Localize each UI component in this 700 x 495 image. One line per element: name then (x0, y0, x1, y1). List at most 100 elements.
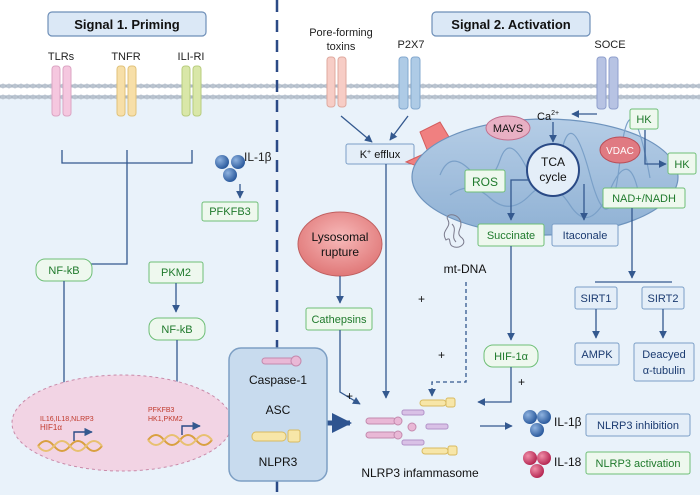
nfkb1-label: NF-kB (48, 265, 79, 277)
membrane-lipid-head (258, 83, 264, 89)
membrane-lipid-head (546, 83, 552, 89)
membrane-lipid-head (6, 83, 12, 89)
membrane-lipid-head (282, 83, 288, 89)
membrane-lipid-head (618, 94, 624, 100)
membrane-lipid-head (168, 94, 174, 100)
membrane-lipid-head (228, 94, 234, 100)
nfkb-box-1: NF-kB (35, 258, 93, 282)
membrane-lipid-head (582, 83, 588, 89)
membrane-lipid-head (558, 83, 564, 89)
arrow-hk-to-hk (644, 130, 667, 168)
pore-forming-label-2: toxins (327, 41, 356, 53)
membrane-lipid-head (660, 94, 666, 100)
membrane-lipid-head (468, 83, 474, 89)
membrane-lipid-head (390, 94, 396, 100)
membrane-lipid-head (300, 94, 306, 100)
membrane-lipid-head (348, 94, 354, 100)
arrow-toxins-to-kefflux (340, 115, 373, 143)
tca-label-1: TCA (541, 155, 565, 169)
il1b-output-label: IL-1β (554, 415, 582, 429)
hk-box-top: HK (629, 108, 659, 130)
ampk-label: AMPK (581, 349, 613, 361)
lysosomal-label-1: Lysosomal (312, 230, 369, 244)
membrane-lipid-head (492, 83, 498, 89)
membrane-lipid-head (510, 94, 516, 100)
membrane-lipid-head (624, 94, 630, 100)
sirt2-label: SIRT2 (648, 293, 679, 305)
genes2-label-1: PFKFB3 (148, 407, 175, 414)
membrane-lipid-head (642, 94, 648, 100)
il1ri-receptor (181, 65, 202, 117)
tca-label-2: cycle (539, 170, 567, 184)
mavs-node: MAVS (485, 115, 531, 141)
membrane-lipid-head (174, 83, 180, 89)
membrane-lipid-head (306, 83, 312, 89)
membrane-lipid-head (168, 83, 174, 89)
membrane-lipid-head (504, 94, 510, 100)
header-activation: Signal 2. Activation (431, 11, 591, 37)
membrane-lipid-head (366, 94, 372, 100)
membrane-lipid-head (252, 94, 258, 100)
membrane-lipid-head (534, 83, 540, 89)
p2x7-label: P2X7 (398, 39, 425, 51)
membrane-lipid-head (582, 94, 588, 100)
header-priming: Signal 1. Priming (47, 11, 207, 37)
membrane-lipid-head (12, 83, 18, 89)
plus-cathepsins: + (346, 389, 353, 403)
hk-right-label: HK (674, 159, 690, 171)
calcium-label: Ca2+ (537, 110, 559, 123)
membrane-lipid-head (234, 83, 240, 89)
membrane-lipid-head (174, 94, 180, 100)
membrane-lipid-head (672, 94, 678, 100)
membrane-lipid-head (96, 83, 102, 89)
membrane-lipid-head (354, 83, 360, 89)
itaconale-box: Itaconale (551, 223, 619, 247)
membrane-lipid-head (108, 94, 114, 100)
membrane-lipid-head (294, 83, 300, 89)
arrow-hif-to-inflammasome (477, 367, 512, 406)
membrane-lipid-head (648, 94, 654, 100)
inhibition-label: NLRP3 inhibition (597, 420, 679, 432)
membrane-lipid-head (666, 83, 672, 89)
membrane-lipid-head (468, 94, 474, 100)
succinate-label: Succinate (487, 230, 535, 242)
mavs-label: MAVS (493, 123, 523, 135)
membrane-lipid-head (318, 94, 324, 100)
ros-box: ROS (464, 169, 506, 193)
membrane-lipid-head (6, 94, 12, 100)
nlrp3-inhibition-box: NLRP3 inhibition (585, 413, 691, 437)
il1b-output (523, 410, 551, 437)
nfkb2-label: NF-kB (161, 324, 192, 336)
membrane-lipid-head (552, 94, 558, 100)
membrane-lipid-head (366, 83, 372, 89)
il18-output-label: IL-18 (554, 455, 582, 469)
membrane-lipid-head (12, 94, 18, 100)
membrane-lipid-head (222, 83, 228, 89)
membrane-lipid-head (216, 94, 222, 100)
membrane-lipid-head (690, 94, 696, 100)
membrane-lipid-head (270, 94, 276, 100)
membrane-lipid-head (390, 83, 396, 89)
membrane-lipid-head (516, 83, 522, 89)
inflammasome-label: NLRP3 infammasome (361, 466, 479, 480)
membrane-lipid-head (672, 83, 678, 89)
arrow-tca-to-succinate (507, 179, 530, 221)
hif1a-label: HIF-1α (494, 351, 529, 363)
membrane-lipid-head (522, 94, 528, 100)
membrane-lipid-head (42, 83, 48, 89)
membrane-lipid-head (252, 83, 258, 89)
membrane-lipid-head (18, 94, 24, 100)
membrane-lipid-head (432, 94, 438, 100)
membrane-lipid-head (534, 94, 540, 100)
membrane-lipid-head (654, 94, 660, 100)
membrane-lipid-head (264, 94, 270, 100)
lysosomal-label-2: rupture (321, 245, 359, 259)
membrane-lipid-head (588, 83, 594, 89)
il18-output (523, 451, 551, 478)
dna-helix-1 (37, 427, 103, 452)
nad-label: NAD+/NADH (612, 193, 676, 205)
membrane-lipid-head (570, 83, 576, 89)
caspase-label: Caspase-1 (249, 373, 307, 387)
membrane-lipid-head (432, 83, 438, 89)
pfkfb3-box: PFKFB3 (201, 201, 259, 222)
